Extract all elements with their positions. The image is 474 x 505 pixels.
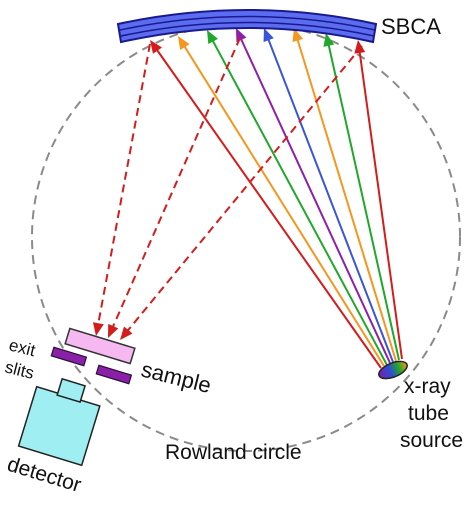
diffracted-ray-2-line <box>111 37 241 329</box>
diffracted-rays <box>92 37 363 340</box>
incident-ray-1-arrowhead <box>150 40 162 54</box>
exit-slit-lower <box>95 364 133 385</box>
incident-ray-7-arrowhead <box>323 33 335 47</box>
xray-source-icon <box>378 360 408 380</box>
detector-body <box>17 377 101 467</box>
source-label-line1: x-ray <box>404 375 451 398</box>
diffracted-ray-1-arrowhead <box>92 322 104 336</box>
incident-ray-4-arrowhead <box>236 28 247 43</box>
incident-ray-2-line <box>182 44 385 367</box>
incident-ray-8-arrowhead <box>354 40 366 54</box>
sbca-label: SBCA <box>381 14 441 39</box>
sample-label: sample <box>139 357 214 398</box>
rowland-circle-outline <box>31 22 461 452</box>
incident-ray-6-line <box>296 38 397 362</box>
incident-ray-2-arrowhead <box>178 36 190 50</box>
diffracted-ray-2-arrowhead <box>108 323 119 338</box>
exit-slit-upper <box>50 346 88 367</box>
sample-plate <box>64 327 136 365</box>
incident-rays <box>150 28 403 369</box>
incident-ray-4-line <box>239 37 391 364</box>
source-label-line2: tube <box>408 402 449 425</box>
sbca-crystal <box>116 9 378 44</box>
incident-ray-3-arrowhead <box>207 30 218 45</box>
incident-ray-8-line <box>358 50 403 360</box>
exit-label: exit <box>7 335 38 360</box>
incident-ray-1-line <box>155 48 382 369</box>
source-label-line3: source <box>400 429 463 452</box>
incident-ray-6-arrowhead <box>292 28 304 43</box>
diffracted-ray-3-arrowhead <box>120 326 133 340</box>
slits-label: slits <box>3 357 36 383</box>
incident-ray-5-line <box>267 37 394 363</box>
incident-ray-3-line <box>211 39 388 366</box>
incident-ray-7-line <box>327 43 400 361</box>
rowland-circle-label: Rowland circle <box>165 441 302 464</box>
diffracted-ray-3-line <box>126 45 363 333</box>
incident-ray-5-arrowhead <box>263 28 274 43</box>
diffracted-ray-1-line <box>97 43 151 326</box>
